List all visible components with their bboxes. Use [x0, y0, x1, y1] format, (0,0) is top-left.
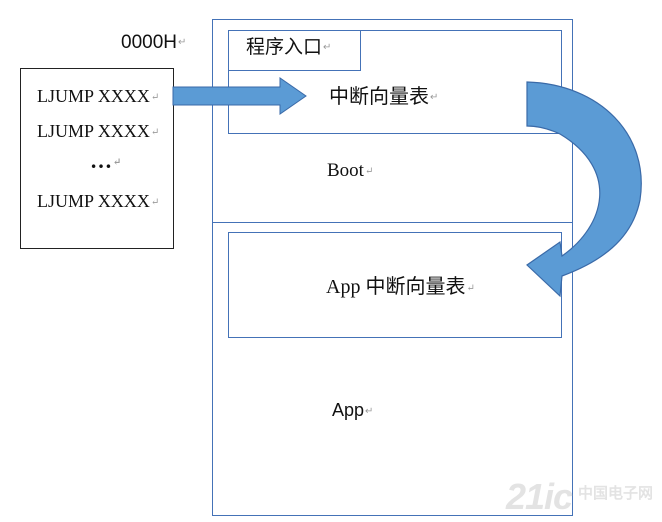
start-address: 0000H↵	[121, 32, 187, 53]
boot-vector-table-label: 中断向量表↵	[329, 84, 439, 108]
boot-vector-table-box	[228, 30, 562, 134]
jump-arrow	[172, 77, 307, 115]
app-vector-table-label: App 中断向量表↵	[326, 276, 475, 298]
app-label: App↵	[332, 400, 374, 420]
redirect-arrow	[526, 81, 642, 298]
jump-ellipsis: …↵	[90, 148, 122, 173]
boot-label: Boot↵	[327, 160, 374, 181]
jump-entry-3: LJUMP XXXX↵	[37, 191, 160, 211]
watermark-logo: 21ic 中国电子网	[506, 476, 654, 517]
boot-app-divider	[212, 222, 573, 223]
entry-point-label: 程序入口↵	[246, 36, 332, 58]
jump-entry-2: LJUMP XXXX↵	[37, 121, 160, 141]
jump-table-box	[20, 68, 174, 249]
entry-point-box	[228, 30, 361, 71]
jump-entry-1: LJUMP XXXX↵	[37, 86, 160, 106]
